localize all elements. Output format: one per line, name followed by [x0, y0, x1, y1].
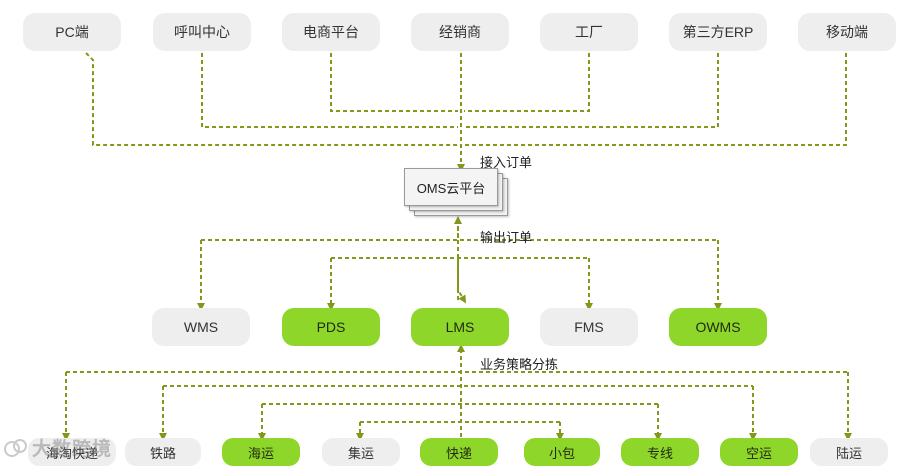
- oms-cloud-platform: OMS云平台: [404, 168, 508, 218]
- source-ecommerce-label: 电商平台: [303, 24, 359, 40]
- source-factory-label: 工厂: [575, 24, 603, 40]
- source-ecommerce: 电商平台: [282, 13, 380, 51]
- intake-orders-label: 接入订单: [480, 155, 533, 170]
- channel-dedicated-line: 专线: [621, 438, 699, 466]
- source-mobile-label: 移动端: [826, 24, 868, 40]
- channel-small-parcel: 小包: [524, 438, 600, 466]
- channel-sea-freight: 海运: [222, 438, 300, 466]
- source-call-center-label: 呼叫中心: [174, 24, 230, 40]
- channel-express: 快递: [420, 438, 498, 466]
- channel-railway: 铁路: [125, 438, 201, 466]
- system-pds: PDS: [282, 308, 380, 346]
- oms-label: OMS云平台: [416, 180, 486, 196]
- line-to-lms: [457, 258, 467, 304]
- channel-dedicated-line-label: 专线: [646, 445, 673, 461]
- channel-haitao-express: 海淘快递: [28, 438, 116, 466]
- source-pc-label: PC端: [55, 24, 89, 40]
- system-owms-label: OWMS: [695, 319, 741, 335]
- channel-express-label: 快递: [445, 445, 472, 461]
- watermark-logo-icon: [4, 438, 27, 457]
- source-third-party-erp-label: 第三方ERP: [682, 24, 754, 40]
- channel-air-freight-label: 空运: [745, 445, 772, 461]
- source-pc: PC端: [23, 13, 121, 51]
- source-call-center: 呼叫中心: [153, 13, 251, 51]
- system-pds-label: PDS: [316, 319, 346, 335]
- source-dealer-label: 经销商: [439, 24, 481, 40]
- strategy-sorting-label: 业务策略分拣: [480, 357, 559, 372]
- line-ecommerce-to-oms: [330, 53, 458, 112]
- channel-sea-freight-label: 海运: [247, 445, 274, 461]
- channel-consolidation: 集运: [322, 438, 400, 466]
- channel-railway-label: 铁路: [149, 445, 176, 461]
- oms-card-front: OMS云平台: [404, 168, 498, 206]
- watermark: 大数跨境: [4, 434, 112, 461]
- system-wms: WMS: [152, 308, 250, 346]
- output-orders-label: 输出订单: [480, 230, 533, 245]
- line-mobile-to-oms: [464, 53, 847, 146]
- source-dealer: 经销商: [411, 13, 509, 51]
- system-lms: LMS: [411, 308, 509, 346]
- source-third-party-erp: 第三方ERP: [669, 13, 767, 51]
- line-pc-to-oms: [85, 52, 458, 146]
- channel-air-freight: 空运: [720, 438, 798, 466]
- source-factory: 工厂: [540, 13, 638, 51]
- channel-small-parcel-label: 小包: [548, 445, 575, 461]
- channel-land-transport: 陆运: [810, 438, 888, 466]
- line-erp-to-oms: [464, 53, 719, 128]
- system-wms-label: WMS: [183, 319, 219, 335]
- channel-consolidation-label: 集运: [347, 445, 374, 461]
- system-fms: FMS: [540, 308, 638, 346]
- source-mobile: 移动端: [798, 13, 896, 51]
- system-fms-label: FMS: [574, 319, 604, 335]
- line-call-center-to-oms: [201, 53, 458, 128]
- system-lms-label: LMS: [445, 319, 475, 335]
- watermark-text: 大数跨境: [32, 439, 113, 460]
- line-factory-to-oms: [464, 53, 590, 112]
- channel-land-transport-label: 陆运: [835, 445, 862, 461]
- channel-haitao-express-label: 海淘快递: [45, 445, 98, 461]
- system-owms: OWMS: [669, 308, 767, 346]
